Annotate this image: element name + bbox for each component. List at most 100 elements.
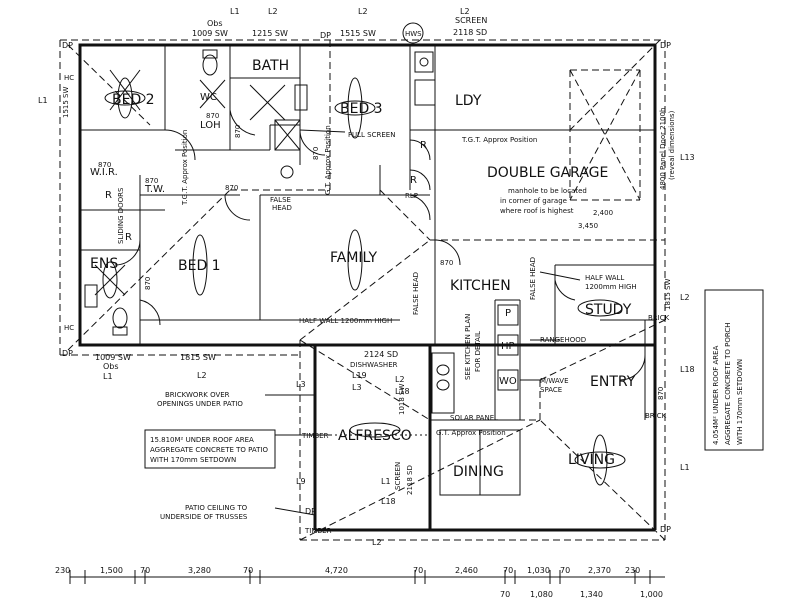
d870-wir: 870 <box>98 161 111 169</box>
manhole-2: in corner of garage <box>500 197 567 205</box>
sd-2124: 2124 SD <box>364 350 398 359</box>
door-swings <box>114 109 646 381</box>
l13: L13 <box>680 153 695 162</box>
dishwasher: DISHWASHER <box>350 361 398 369</box>
dp-top-mid: DP <box>320 31 331 40</box>
w-1018: 1018 SW <box>398 384 406 415</box>
sliding-doors: SLIDING DOORS <box>117 187 125 244</box>
alfresco-note-2: AGGREGATE CONCRETE TO PATIO <box>150 446 268 454</box>
room-bed1: BED 1 <box>178 258 221 274</box>
l1-alfresco: L1 <box>381 477 391 486</box>
hc-top: HC <box>64 74 74 82</box>
false-head-family-2: HEAD <box>272 204 292 212</box>
w-1215-top: 1215 SW <box>252 29 288 38</box>
l2-alfresco: L2 <box>372 538 382 547</box>
w-1515-top: 1515 SW <box>340 29 376 38</box>
room-bath: BATH <box>252 58 289 74</box>
pantry-hp: HP <box>501 341 515 352</box>
light-fittings <box>94 69 286 296</box>
pantry-p: P <box>505 308 511 319</box>
obs-bottom: Obs <box>103 362 119 371</box>
panel-door-1: 4800 Panel Door 2100h <box>659 108 667 190</box>
r-garage-2: R <box>410 175 417 186</box>
l1-top: L1 <box>230 7 240 16</box>
dim-3: 3,280 <box>188 566 211 575</box>
dim-4: 70 <box>243 566 253 575</box>
room-ldy: LDY <box>455 93 482 109</box>
manhole-3: where roof is highest <box>500 207 574 215</box>
false-head-family-1: FALSE <box>270 196 291 204</box>
dim-12: 230 <box>625 566 640 575</box>
screen-side: SCREEN <box>394 462 402 490</box>
screen-top: SCREEN <box>455 16 487 25</box>
note-leaders <box>265 129 581 516</box>
dim-2: 70 <box>140 566 150 575</box>
l3-left: L3 <box>296 380 306 389</box>
alfresco-note-3: WITH 170mm SETDOWN <box>150 456 236 464</box>
l10-870: 870 <box>657 387 665 400</box>
room-ens: ENS <box>90 256 118 272</box>
room-double-garage: DOUBLE GARAGE <box>487 165 608 181</box>
l1-bottom: L1 <box>103 372 113 381</box>
annotations: DP DP DP DP DP DP HC HC L1 L2 L2 L2 Obs … <box>38 7 744 547</box>
brickwork-2: OPENINGS UNDER PATIO <box>157 400 243 408</box>
rangehood: RANGEHOOD <box>540 336 586 344</box>
room-bed2: BED 2 <box>112 92 155 108</box>
l3-inner: L3 <box>352 383 362 392</box>
half-wall-family: HALF WALL 1200mm HIGH <box>299 317 392 325</box>
dim-11: 2,370 <box>588 566 611 575</box>
d870-kitchen: 870 <box>440 259 453 267</box>
tgt-position: T.G.T. Approx Position <box>461 136 537 144</box>
l2-bottom: L2 <box>197 371 207 380</box>
l2-top-b: L2 <box>358 7 368 16</box>
ceiling-fans <box>102 77 626 486</box>
obs-top: Obs <box>207 19 223 28</box>
l9-left: L9 <box>296 477 306 486</box>
patio-ceiling-2: UNDERSIDE OF TRUSSES <box>160 513 248 521</box>
dim-lower-3: 1,000 <box>640 590 663 599</box>
l18-right: L18 <box>680 365 695 374</box>
r-wir: R <box>105 190 112 201</box>
dim-10: 70 <box>560 566 570 575</box>
d870-tw: 870 <box>145 177 158 185</box>
half-wall-study: HALF WALL <box>585 274 624 282</box>
walls <box>78 43 657 532</box>
tgt-position-tw: T.G.T. Approx Position <box>181 130 189 206</box>
d870-bed1: 870 <box>225 184 238 192</box>
dim-1: 1,500 <box>100 566 123 575</box>
dim-9: 1,030 <box>527 566 550 575</box>
porch-note-1: 4.054M² UNDER ROOF AREA <box>712 345 720 445</box>
room-alfresco: ALFRESCO <box>338 428 412 444</box>
brickwork-1: BRICKWORK OVER <box>165 391 230 399</box>
false-head-kitchen: FALSE HEAD <box>412 272 420 315</box>
rlp-garage: RLP <box>405 192 418 200</box>
l2-right: L2 <box>680 293 690 302</box>
fixtures <box>84 49 521 496</box>
l19: L19 <box>352 371 367 380</box>
room-living: LIVING <box>568 452 615 468</box>
room-study: STUDY <box>585 302 632 318</box>
dim-lower-0: 70 <box>500 590 510 599</box>
l2-inner: L2 <box>395 375 405 384</box>
brick-top: BRICK <box>648 314 670 322</box>
see-kitchen-1: SEE KITCHEN PLAN <box>464 314 472 380</box>
l18-alfresco: L18 <box>381 497 396 506</box>
dim-0: 230 <box>55 566 70 575</box>
l1-right: L1 <box>680 463 690 472</box>
gt-position-dining: G.T. Approx Position <box>436 429 506 437</box>
room-tw: T.W. <box>144 184 165 195</box>
timber-label-2: TIMBER <box>301 432 329 440</box>
porch-note-2: AGGREGATE CONCRETE TO PORCH <box>724 322 732 445</box>
gt-position-family: G.T. Approx Position <box>324 125 332 195</box>
room-family: FAMILY <box>330 250 377 266</box>
room-entry: ENTRY <box>590 374 636 390</box>
panel-door-2: (reveal dimensions) <box>668 110 676 180</box>
w-1515-left: 1515 SW <box>62 87 70 118</box>
solar-panel: SOLAR PANEL <box>450 414 498 422</box>
w-1815-right: 1815 SW <box>664 279 672 310</box>
dp-bottom-left: DP <box>62 349 73 358</box>
room-wir: W.I.R. <box>90 167 118 178</box>
d870-ens: 870 <box>144 277 152 290</box>
hws-label: HWS <box>405 30 422 38</box>
